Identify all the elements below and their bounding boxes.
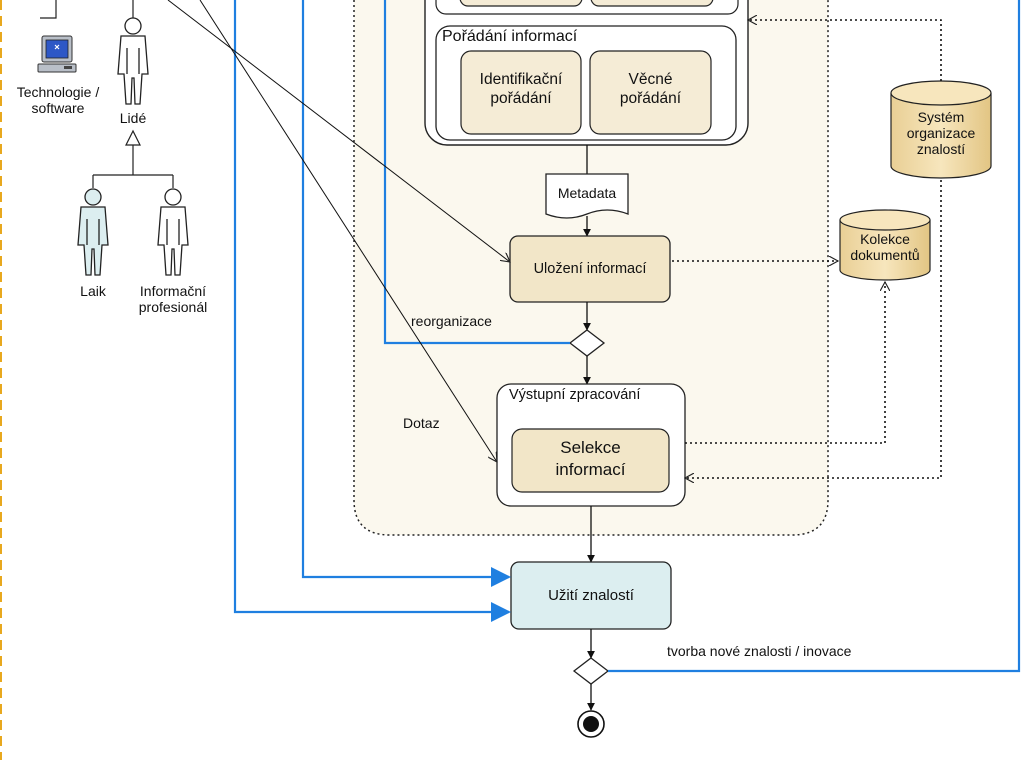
knowledge-use-label: Užití znalostí: [548, 587, 634, 604]
dotted-selection-to-collection: [685, 282, 885, 444]
subject-ordering-line-2: pořádání: [619, 90, 682, 107]
output-processing-title: Výstupní zpracování: [509, 387, 641, 403]
layman-label: Laik: [80, 283, 106, 299]
innovation-decision: [572, 657, 610, 685]
knowledge-system-line-3: znalostí: [916, 141, 966, 157]
metadata-label: Metadata: [557, 185, 617, 201]
document-collection-store: [839, 209, 931, 281]
ident-ordering-line-2: pořádání: [490, 90, 552, 107]
selection-label-line-1: Selekce: [560, 438, 621, 457]
dotted-system-to-group: [748, 20, 942, 81]
tech-label-line-1: Technologie /: [16, 84, 100, 100]
final-node-inner: [583, 716, 599, 732]
storage-box: [509, 235, 671, 303]
subject-ordering-line-1: Věcné: [628, 71, 673, 88]
ident-ordering-box: [460, 50, 582, 135]
professional-label-line-1: Informační: [139, 283, 207, 299]
tech-label-line-2: software: [31, 100, 85, 116]
knowledge-system-line-2: organizace: [906, 125, 976, 141]
document-collection-line-2: dokumentů: [850, 247, 920, 263]
innovation-label: tvorba nové znalosti / inovace: [667, 643, 852, 659]
edge-actor-selection: [199, 0, 497, 462]
people-label: Lidé: [119, 110, 147, 126]
blue-flow-use-lower: [233, 0, 511, 622]
selection-label: Selekce informací: [512, 437, 669, 481]
ident-ordering-label: Identifikační pořádání: [461, 70, 581, 108]
edge-actor-storage: [167, 0, 510, 262]
document-collection-line-1: Kolekce: [860, 231, 910, 247]
professional-label: Informační profesionál: [122, 283, 224, 315]
blue-flow-innovation: [608, 0, 1021, 673]
blue-flow-use-upper: [301, 0, 511, 587]
reorganization-label: reorganizace: [411, 313, 492, 329]
generalization-lines: [92, 145, 174, 188]
ident-ordering-line-1: Identifikační: [479, 71, 563, 88]
selection-box: [511, 428, 670, 493]
blue-flow-reorganization: [383, 0, 570, 345]
storage-label: Uložení informací: [533, 261, 647, 277]
query-label: Dotaz: [403, 415, 440, 431]
knowledge-system-line-1: Systém: [917, 109, 965, 125]
subject-ordering-label: Věcné pořádání: [590, 70, 711, 108]
ordering-group-title: Pořádání informací: [442, 28, 578, 45]
top-cut-box-right: [590, 0, 714, 7]
selection-label-line-2: informací: [555, 460, 626, 479]
subject-ordering-box: [589, 50, 712, 135]
knowledge-system-store: [890, 80, 992, 179]
actor-line-tech: [40, 0, 57, 19]
person-icon-layman: [77, 188, 109, 276]
knowledge-system-label: Systém organizace znalostí: [891, 109, 991, 157]
person-icon-people: [117, 17, 149, 105]
professional-label-line-2: profesionál: [138, 299, 208, 315]
top-cut-box-left: [459, 0, 583, 7]
metadata-document: [545, 173, 629, 219]
person-icon-professional: [157, 188, 189, 276]
tech-label: Technologie / software: [2, 84, 114, 116]
document-collection-label: Kolekce dokumentů: [840, 231, 930, 263]
computer-icon: [37, 35, 77, 73]
generalization-triangle: [125, 129, 141, 146]
